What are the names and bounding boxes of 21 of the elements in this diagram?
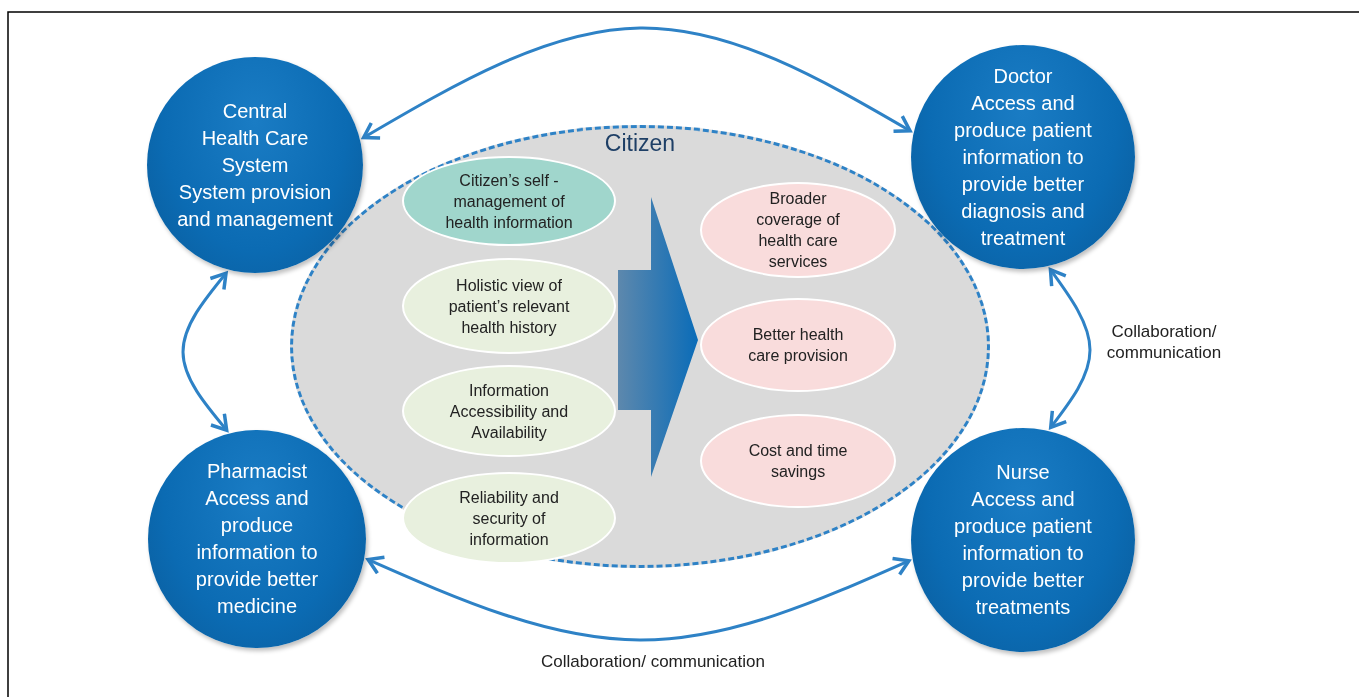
node-text: System provision and management — [176, 179, 334, 232]
role-title: Pharmacist — [207, 459, 307, 484]
node-text: Holistic view of patient’s relevant health history — [447, 275, 571, 338]
double-arrow — [1048, 267, 1092, 430]
node-text: Citizen’s self - management of health information — [444, 170, 574, 233]
node-text: Access and produce patient information to provide better treatments — [953, 487, 1093, 620]
double-arrow — [361, 26, 912, 140]
node-text: Cost and time savings — [747, 441, 849, 482]
node-text: Access and produce information to provide better medicine — [194, 486, 320, 619]
node-text: Broader coverage of health care services — [755, 189, 841, 272]
double-arrow — [181, 271, 229, 432]
double-arrow — [366, 555, 911, 642]
node-text: Access and produce patient information to provide better diagnosis and treatment — [953, 90, 1093, 251]
node-text: Citizen — [604, 130, 676, 157]
role-title: Central Health Care System — [200, 98, 310, 178]
block-arrow — [618, 197, 698, 477]
node-text: Better health care provision — [747, 325, 849, 366]
role-title: Doctor — [993, 63, 1053, 89]
node-text: Reliability and security of information — [458, 487, 560, 550]
node-text: Information Accessibility and Availability — [448, 380, 570, 443]
role-title: Nurse — [996, 460, 1050, 485]
